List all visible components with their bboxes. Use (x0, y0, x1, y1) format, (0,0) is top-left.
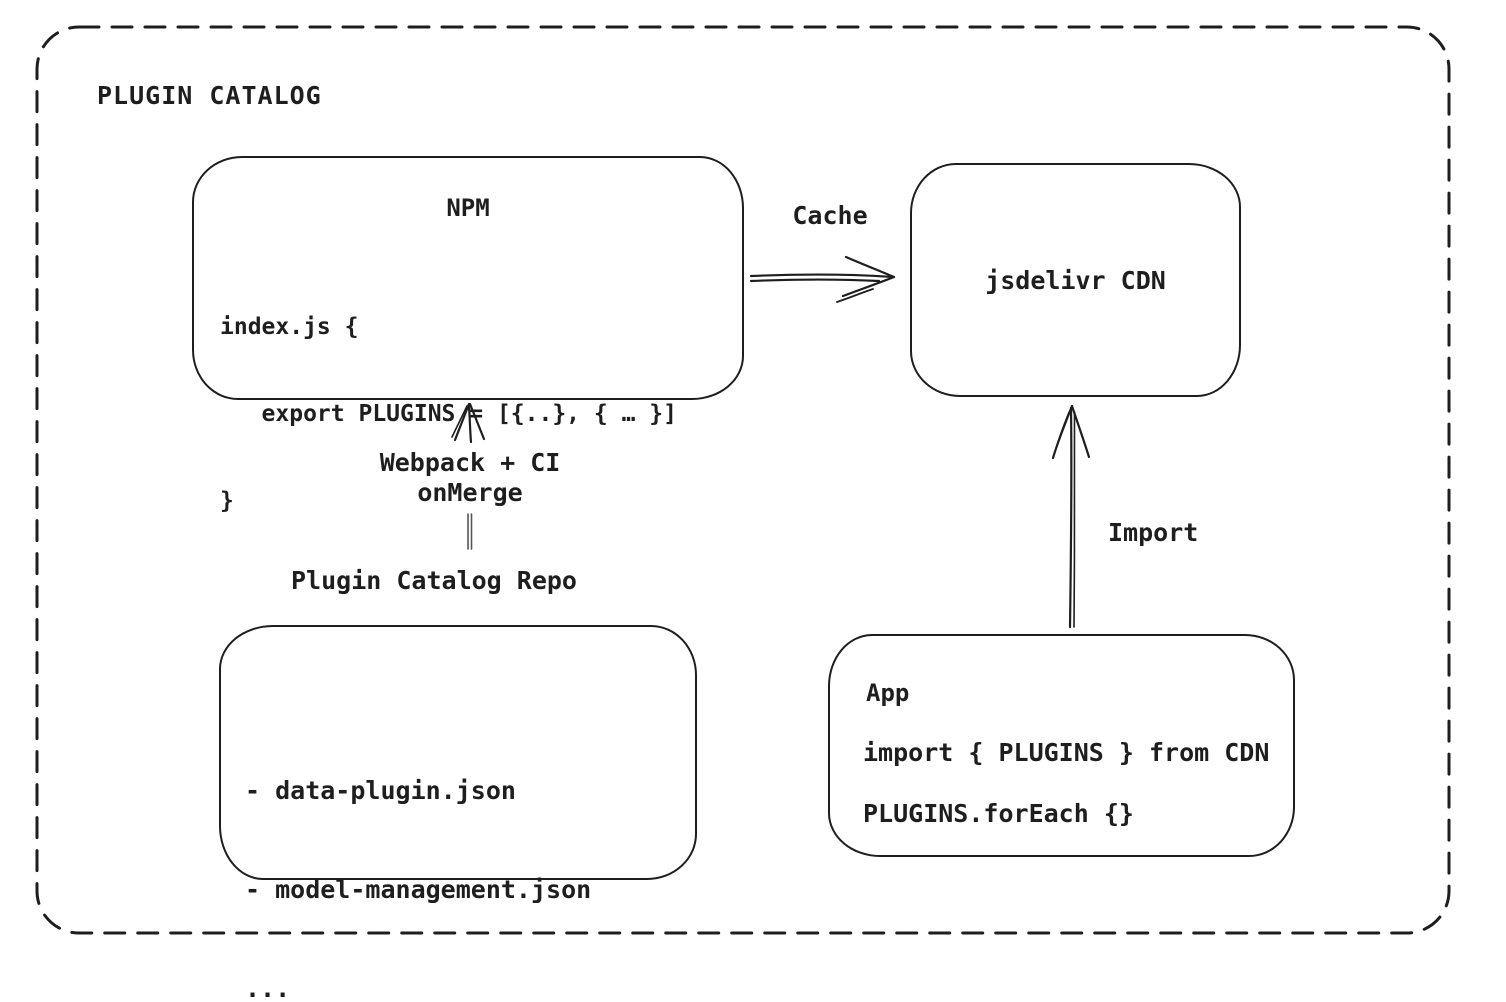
cdn-node-label: jsdelivr CDN (985, 265, 1166, 295)
repo-file-item: - model-management.json (245, 875, 592, 904)
build-edge-label: Webpack + CI onMerge (345, 448, 595, 508)
app-node: App import { PLUGINS } from CDN PLUGINS.… (828, 634, 1295, 857)
app-code-line: import { PLUGINS } from CDN (863, 738, 1270, 767)
import-edge-label: Import (1108, 518, 1199, 547)
npm-code-line: index.js { (220, 314, 359, 340)
npm-node: NPM index.js { export PLUGINS = [{..}, {… (192, 156, 744, 514)
app-code-line: PLUGINS.forEach {} (863, 799, 1134, 828)
repo-node-title: Plugin Catalog Repo (291, 566, 577, 595)
npm-code-line: } (220, 488, 234, 514)
npm-node-code: index.js { export PLUGINS = [{..}, { … }… (220, 255, 677, 574)
import-arrow (1051, 404, 1091, 629)
repo-node: - data-plugin.json - model-management.js… (219, 625, 697, 1002)
repo-node-files: - data-plugin.json - model-management.js… (245, 708, 591, 1002)
npm-node-title: NPM (446, 194, 490, 222)
build-edge-label-line1: Webpack + CI (379, 448, 561, 477)
catalog-boundary-border (35, 25, 1451, 935)
diagram-title: PLUGIN CATALOG (97, 81, 322, 110)
cache-arrow (749, 255, 896, 303)
npm-code-line: export PLUGINS = [{..}, { … }] (220, 401, 677, 427)
repo-file-item: ... (245, 974, 291, 1002)
cdn-node: jsdelivr CDN (910, 163, 1241, 397)
cache-edge-label: Cache (792, 201, 868, 230)
repo-file-item: - data-plugin.json (245, 776, 516, 805)
app-node-title: App (866, 679, 910, 707)
build-edge-label-line2: onMerge (417, 478, 523, 507)
build-arrow (451, 402, 486, 550)
